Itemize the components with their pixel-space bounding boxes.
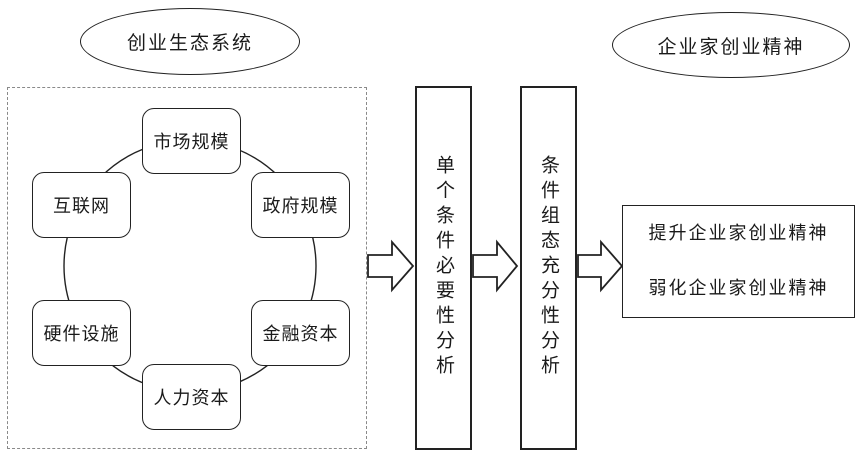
outcome-weaken: 弱化企业家创业精神: [648, 278, 829, 299]
ecosystem-container: [7, 87, 367, 449]
node-hardware-facilities: 硬件设施: [32, 300, 131, 366]
flow-arrow-necessity-to-sufficiency: [472, 239, 519, 293]
node-label: 人力资本: [153, 388, 230, 409]
node-internet: 互联网: [32, 172, 131, 238]
ecosystem-title-ellipse: 创业生态系统: [80, 8, 300, 75]
node-label: 互联网: [53, 196, 110, 217]
outcome-enhance: 提升企业家创业精神: [648, 223, 829, 244]
step-configuration-sufficiency: 条件组态充分性分析: [520, 86, 577, 450]
node-label: 金融资本: [262, 324, 339, 345]
ecosystem-title: 创业生态系统: [126, 32, 253, 54]
node-market-scale: 市场规模: [142, 108, 241, 174]
node-label: 市场规模: [153, 132, 230, 153]
node-financial-capital: 金融资本: [251, 300, 350, 366]
step-label: 单个条件必要性分析: [433, 155, 455, 380]
step-label: 条件组态充分性分析: [538, 155, 560, 380]
step-single-condition-necessity: 单个条件必要性分析: [415, 86, 472, 450]
entrepreneurship-title: 企业家创业精神: [657, 35, 805, 58]
outcomes-box: 提升企业家创业精神 弱化企业家创业精神: [622, 205, 855, 318]
node-government-scale: 政府规模: [251, 172, 350, 238]
node-label: 政府规模: [262, 196, 339, 217]
node-label: 硬件设施: [43, 324, 120, 345]
flow-arrow-sufficiency-to-outcomes: [577, 239, 624, 293]
flow-arrow-ecosystem-to-necessity: [367, 239, 415, 293]
entrepreneurship-title-ellipse: 企业家创业精神: [612, 12, 850, 78]
node-human-capital: 人力资本: [142, 364, 241, 430]
